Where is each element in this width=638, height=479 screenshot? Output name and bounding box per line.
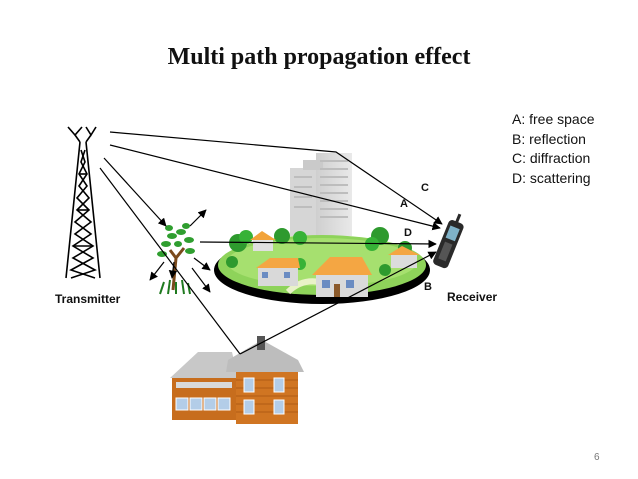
legend-item-free-space: A: free space	[512, 111, 595, 127]
path-b-reflection-up	[239, 251, 437, 355]
mobile-phone	[433, 213, 464, 269]
path-legend: A: free space B: reflection C: diffracti…	[512, 110, 595, 188]
scatter-arrow-up	[189, 209, 207, 227]
reflecting-house	[170, 336, 304, 424]
path-a-free-space	[109, 144, 441, 231]
path-b-reflection-down	[99, 167, 241, 355]
scatter-arrow-right-low	[191, 267, 211, 293]
path-b-label: B	[424, 281, 432, 293]
path-to-tree	[103, 157, 167, 227]
propagation-paths	[99, 131, 443, 355]
path-d-label: D	[404, 227, 412, 239]
path-d-scattering	[199, 239, 437, 249]
village-houses	[250, 231, 420, 297]
transmitter-tower	[65, 126, 101, 279]
transmitter-label: Transmitter	[55, 292, 121, 306]
path-c-diffraction	[109, 131, 443, 225]
legend-item-scattering: D: scattering	[512, 169, 591, 186]
receiver-label: Receiver	[447, 290, 498, 304]
legend-item-reflection: B: reflection	[512, 130, 586, 147]
scatter-tree	[157, 223, 195, 295]
office-building	[290, 153, 352, 236]
legend-item-diffraction: C: diffraction	[512, 150, 591, 166]
page-number: 6	[594, 452, 600, 463]
scatter-arrow-left	[149, 261, 165, 281]
scatter-arrow-right	[193, 257, 211, 271]
path-a-label: A	[400, 198, 408, 210]
scatter-arrow-down	[168, 261, 178, 279]
path-c-label: C	[421, 182, 429, 194]
slide-title: Multi path propagation effect	[167, 44, 471, 70]
